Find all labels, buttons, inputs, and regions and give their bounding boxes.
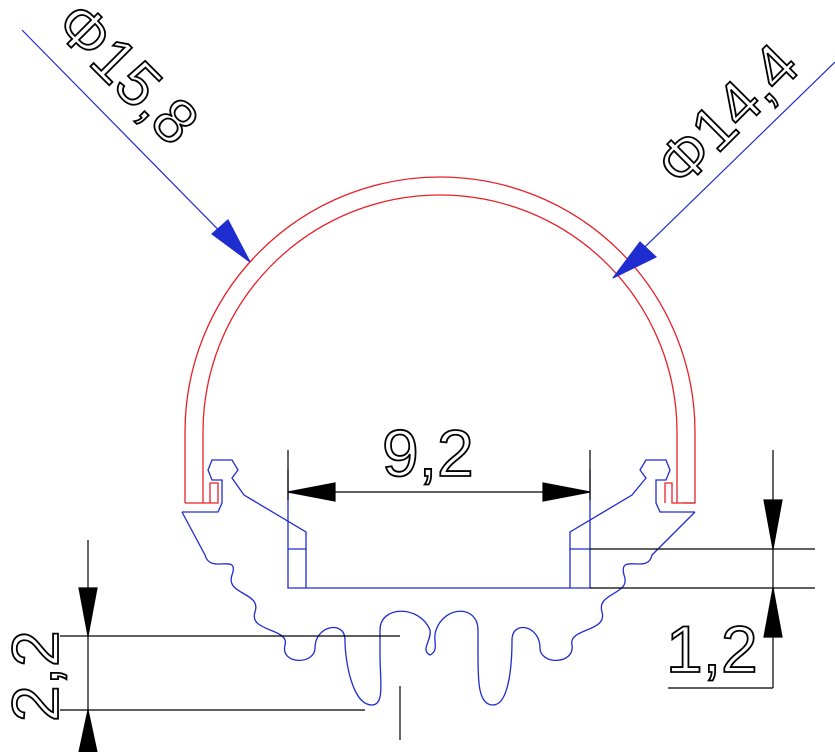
dimension-labels: Φ15,8 Φ14,4 9,2 1,2 2,2 — [0, 0, 813, 723]
dim-fin-arrow-top — [78, 587, 98, 637]
label-base-thickness: 1,2 — [666, 612, 758, 686]
dim-base-arrow-top — [763, 499, 783, 550]
profile-left-clip — [182, 459, 307, 550]
dim-base-arrow-bottom — [763, 587, 783, 638]
label-fin-height: 2,2 — [0, 630, 72, 722]
leader-outer — [21, 29, 251, 263]
dim-width-arrow-left — [287, 482, 336, 502]
diffuser-left-flange — [185, 482, 219, 504]
profile-right-clip — [569, 459, 695, 550]
profile-fin-inner — [305, 549, 571, 588]
leader-inner — [612, 61, 835, 279]
dim-fin-arrow-bottom — [78, 709, 98, 752]
diffuser-right-flange — [664, 482, 695, 504]
dimension-lines — [60, 450, 815, 752]
profile-channel — [287, 470, 591, 589]
aluminum-profile — [181, 459, 696, 706]
label-inner-diameter: Φ14,4 — [643, 31, 812, 200]
dim-width-arrow-right — [542, 482, 591, 502]
diffuser-outer-arc — [184, 176, 696, 504]
diffuser-inner-arc — [202, 194, 678, 503]
profile-fins — [181, 511, 696, 706]
diameter-leaders — [21, 29, 835, 279]
leader-inner-arrowhead — [612, 241, 658, 279]
label-outer-diameter: Φ15,8 — [42, 0, 211, 158]
leader-outer-arrowhead — [211, 219, 251, 263]
label-inner-width: 9,2 — [382, 416, 474, 490]
diffuser-cover — [184, 176, 696, 504]
